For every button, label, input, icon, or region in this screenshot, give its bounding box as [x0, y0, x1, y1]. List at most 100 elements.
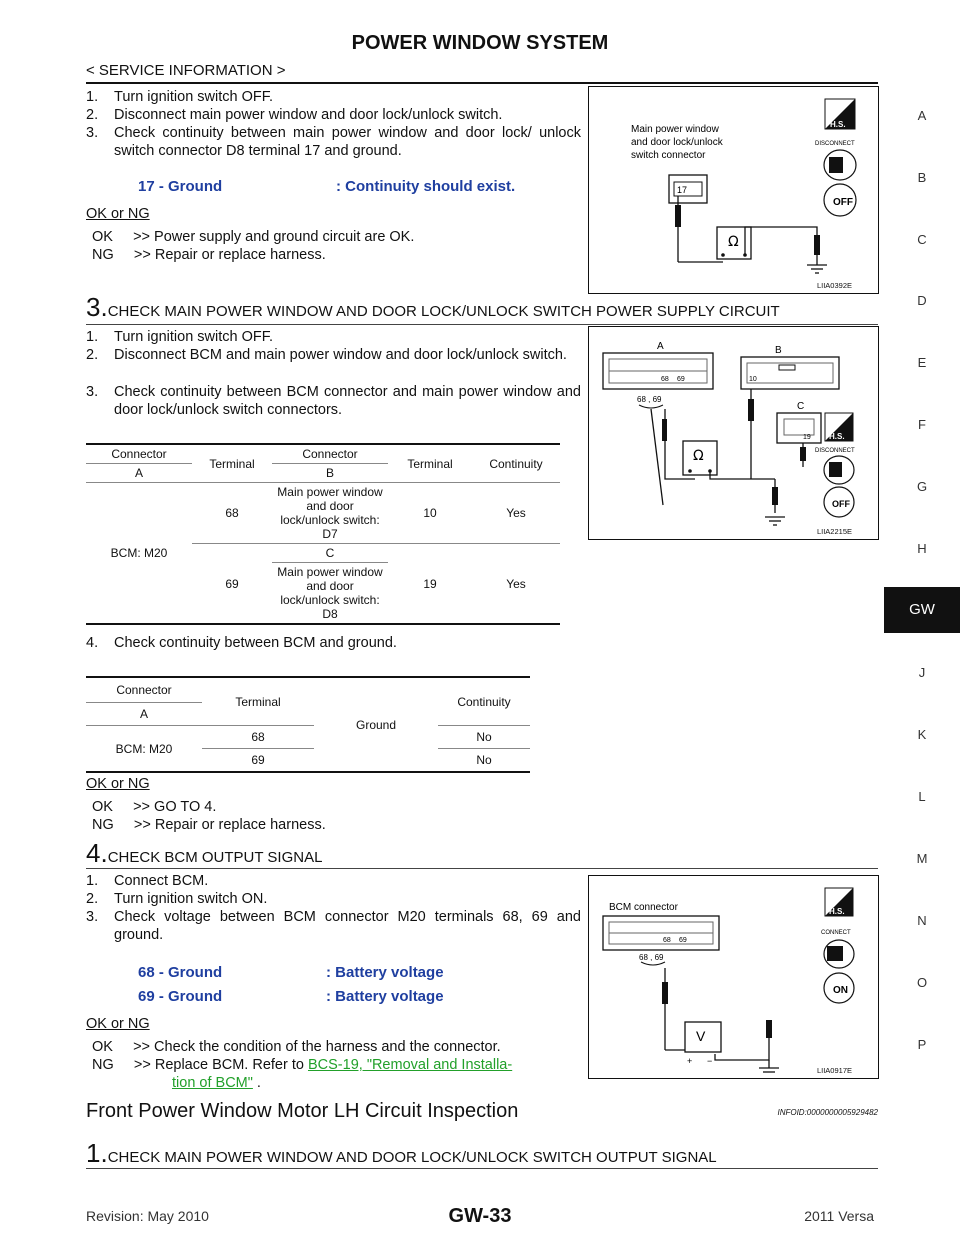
svg-text:69: 69: [679, 937, 687, 944]
spec-label: 68 - Ground: [138, 964, 223, 981]
svg-text:ON: ON: [833, 985, 848, 996]
voltmeter: [684, 1021, 722, 1053]
ng-result: NG >> Repair or replace harness.: [92, 817, 326, 833]
svg-text:Ω: Ω: [693, 448, 704, 464]
heading-rule: [86, 868, 878, 869]
index-gw-active[interactable]: GW: [884, 587, 960, 633]
spec-value: : Battery voltage: [326, 964, 444, 981]
svg-text:68 , 69: 68 , 69: [639, 953, 664, 962]
section-title: Front Power Window Motor LH Circuit Insp…: [86, 1100, 519, 1122]
ok-or-ng: OK or NG: [86, 1016, 150, 1032]
index-e[interactable]: E: [917, 355, 927, 370]
index-h[interactable]: H: [917, 541, 927, 556]
header-rule: [86, 82, 878, 84]
figure-code: LIIA2215E: [816, 527, 852, 536]
ohmmeter: [682, 440, 718, 476]
continuity-table-1: Connector Terminal Connector Terminal Co…: [86, 443, 560, 625]
step-heading-1: 1.CHECK MAIN POWER WINDOW AND DOOR LOCK/…: [86, 1138, 717, 1168]
spec-value: : Continuity should exist.: [336, 178, 516, 195]
svg-text:OFF: OFF: [833, 197, 853, 208]
wiring-diagram: A 68 69 B 10 C 19 68 , 69 Ω: [602, 341, 855, 526]
svg-text:19: 19: [803, 434, 811, 441]
continuity-table-2: Connector Terminal Ground Continuity A B…: [86, 676, 530, 773]
ok-result: OK >> Check the condition of the harness…: [92, 1039, 501, 1055]
figure-bcm-switch-continuity: A 68 69 B 10 C 19 68 , 69 Ω: [588, 326, 879, 540]
index-j[interactable]: J: [918, 665, 926, 680]
svg-text:68: 68: [661, 376, 669, 383]
svg-text:C: C: [797, 401, 804, 412]
svg-text:A: A: [657, 341, 664, 352]
figure-code: LIIA0392E: [816, 281, 852, 290]
svg-text:V: V: [696, 1028, 706, 1044]
figure-bcm-voltage: BCM connector 68 69 68 , 69 V + − H.S. C…: [588, 875, 879, 1079]
index-d[interactable]: D: [917, 293, 927, 308]
ng-result: NG >> Repair or replace harness.: [92, 247, 326, 263]
svg-text:H.S.: H.S.: [830, 120, 846, 129]
ignition-on-icon: [823, 972, 855, 1004]
svg-text:OFF: OFF: [832, 499, 850, 509]
step: 2. Disconnect BCM and main power window …: [86, 347, 567, 363]
svg-text:DISCONNECT: DISCONNECT: [815, 448, 855, 454]
spec-label: 17 - Ground: [138, 178, 223, 195]
heading-rule: [86, 324, 878, 325]
index-p[interactable]: P: [917, 1037, 927, 1052]
reference-link[interactable]: tion of BCM": [172, 1075, 253, 1091]
terminal-17: 17: [677, 185, 687, 195]
index-a[interactable]: A: [917, 108, 927, 123]
spec-value: : Battery voltage: [326, 988, 444, 1005]
step: 3. Check voltage between BCM connector M…: [86, 909, 581, 943]
section-label: < SERVICE INFORMATION >: [86, 62, 286, 79]
step-heading-4: 4.CHECK BCM OUTPUT SIGNAL: [86, 838, 323, 868]
svg-text:BCM connector: BCM connector: [609, 902, 679, 913]
index-k[interactable]: K: [917, 727, 927, 742]
index-g[interactable]: G: [916, 479, 928, 494]
step: 1. Turn ignition switch OFF.: [86, 329, 274, 345]
ok-or-ng: OK or NG: [86, 206, 150, 222]
index-l[interactable]: L: [918, 789, 926, 804]
index-m[interactable]: M: [916, 851, 928, 866]
index-f[interactable]: F: [918, 417, 926, 432]
svg-text:B: B: [775, 345, 782, 356]
spec-label: 69 - Ground: [138, 988, 223, 1005]
svg-text:+: +: [687, 1056, 692, 1066]
index-n[interactable]: N: [917, 913, 927, 928]
disconnect-label: DISCONNECT: [815, 141, 855, 147]
ok-or-ng: OK or NG: [86, 776, 150, 792]
step: 2. Turn ignition switch ON.: [86, 891, 268, 907]
step: 1. Turn ignition switch OFF.: [86, 89, 274, 105]
wiring-diagram: BCM connector 68 69 68 , 69 V + − H.S. C…: [602, 887, 855, 1073]
step: 1. Connect BCM.: [86, 873, 209, 889]
svg-text:68 , 69: 68 , 69: [637, 395, 662, 404]
footer-revision: Revision: May 2010: [86, 1208, 209, 1224]
ohm-symbol: Ω: [728, 234, 739, 250]
ok-result: OK >> GO TO 4.: [92, 799, 217, 815]
ignition-off-icon: [823, 183, 857, 217]
ng-result-cont: tion of BCM" .: [172, 1075, 261, 1091]
svg-text:69: 69: [677, 376, 685, 383]
heading-rule: [86, 1168, 878, 1169]
step: 4. Check continuity between BCM and grou…: [86, 635, 397, 651]
footer-model: 2011 Versa: [804, 1208, 874, 1224]
info-id: INFOID:0000000005929482: [777, 1108, 878, 1117]
page-title: POWER WINDOW SYSTEM: [351, 32, 609, 54]
svg-text:68: 68: [663, 937, 671, 944]
page-number: GW-33: [448, 1205, 512, 1227]
step: 3. Check continuity between main power w…: [86, 125, 581, 159]
step-heading-3: 3.CHECK MAIN POWER WINDOW AND DOOR LOCK/…: [86, 292, 780, 322]
svg-text:H.S.: H.S.: [829, 907, 845, 916]
reference-link[interactable]: BCS-19, "Removal and Installa-: [307, 1057, 513, 1073]
step: 2. Disconnect main power window and door…: [86, 107, 503, 123]
ok-result: OK >> Power supply and ground circuit ar…: [92, 229, 415, 245]
index-b[interactable]: B: [917, 170, 927, 185]
ng-result: NG >> Replace BCM. Refer to BCS-19, "Rem…: [92, 1057, 513, 1073]
svg-text:10: 10: [749, 376, 757, 383]
index-o[interactable]: O: [916, 975, 928, 990]
svg-text:CONNECT: CONNECT: [821, 930, 851, 936]
svg-text:−: −: [707, 1056, 712, 1066]
step: 3. Check continuity between BCM connecto…: [86, 384, 581, 418]
index-c[interactable]: C: [917, 232, 927, 247]
svg-text:H.S.: H.S.: [829, 432, 845, 441]
